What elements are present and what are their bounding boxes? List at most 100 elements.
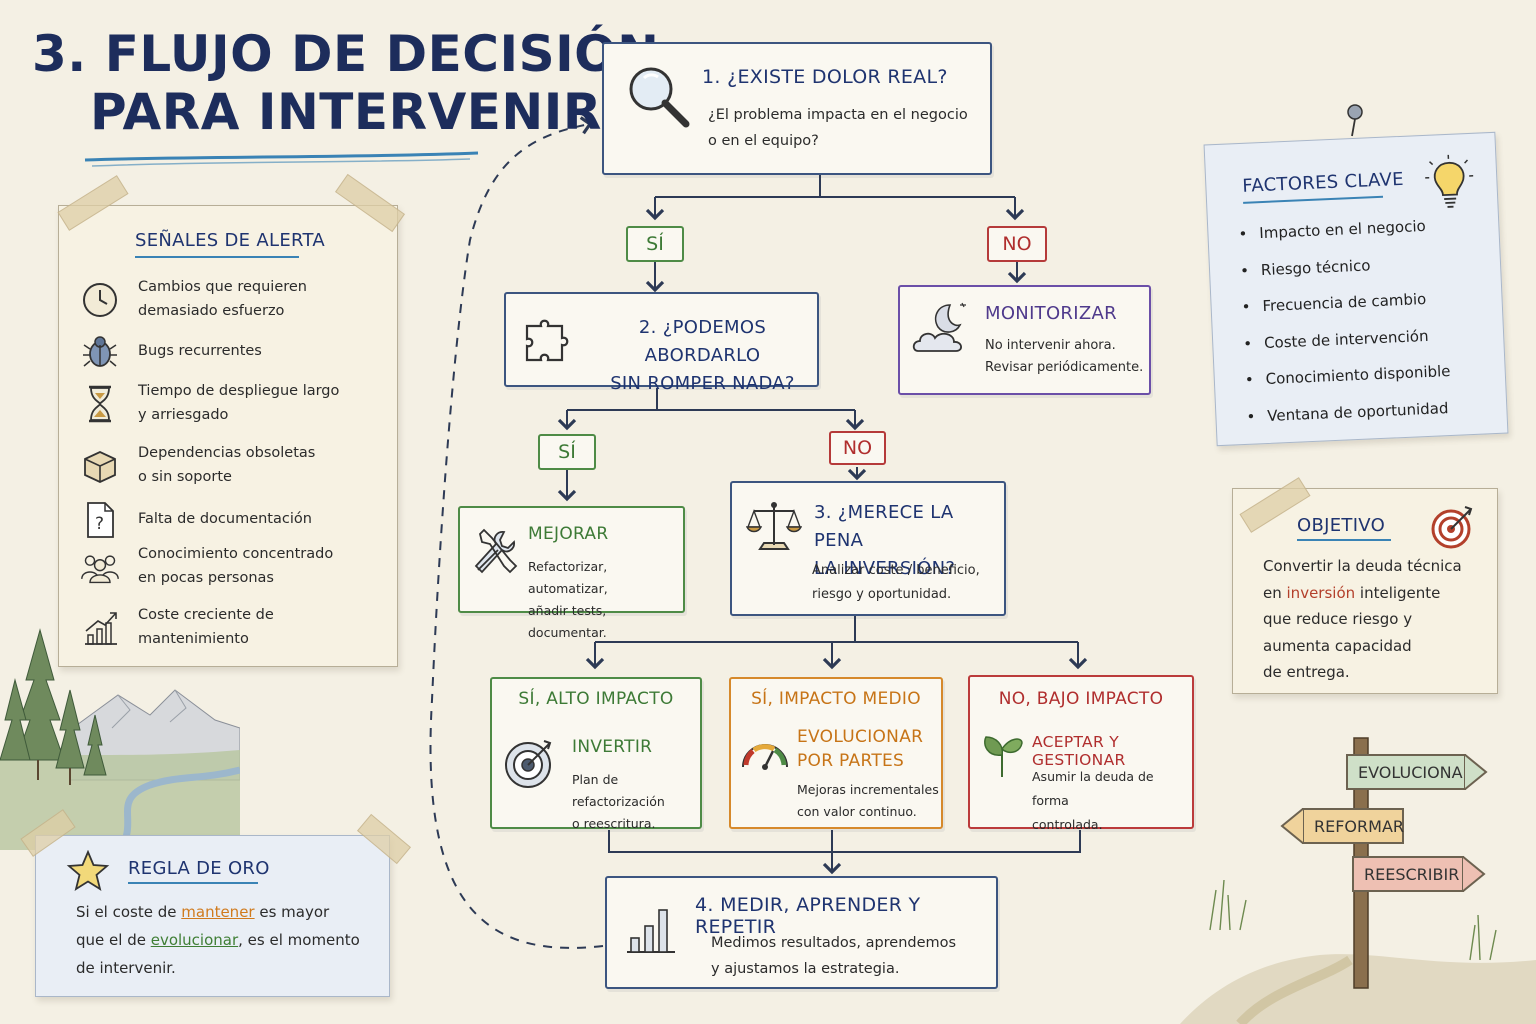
sprout-icon: [984, 736, 1023, 777]
accept-box: NO, BAJO IMPACTO ACEPTAR Y GESTIONAR Asu…: [968, 675, 1194, 832]
objective-text: en: [1263, 583, 1287, 602]
question-3-text: Analizar coste / beneficio,: [812, 563, 980, 578]
alert-signals-heading: SEÑALES DE ALERTA: [135, 230, 326, 251]
document-question-icon: ?: [80, 500, 120, 540]
question-2-line-1: 2. ¿PODEMOS ABORDARLO: [638, 317, 767, 366]
invest-box: SÍ, ALTO IMPACTO INVERTIR Plan de refact…: [490, 677, 702, 831]
objective-text: Convertir la deuda técnica: [1263, 557, 1462, 575]
signal-item: ? Falta de documentación: [80, 500, 312, 540]
evolve-title-2: POR PARTES: [797, 751, 905, 771]
signal-text: en pocas personas: [138, 569, 274, 586]
evolve-text: con valor continuo.: [797, 804, 917, 819]
magnifier-icon: [629, 67, 690, 128]
q2-no-tag: NO: [829, 431, 886, 465]
scales-icon: [746, 502, 802, 550]
gauge-icon: [742, 744, 788, 770]
measure-box: 4. MEDIR, APRENDER Y REPETIR Medimos res…: [605, 876, 998, 989]
signal-text: mantenimiento: [138, 630, 249, 647]
alert-signals-note: SEÑALES DE ALERTA: [58, 205, 398, 667]
signpost-arrow-tip: [1464, 754, 1488, 790]
title-line-1: 3. FLUJO DE DECISIÓN: [32, 25, 660, 83]
golden-rule-heading: REGLA DE ORO: [128, 858, 270, 879]
accept-title: ACEPTAR Y GESTIONAR: [1032, 733, 1126, 769]
box-icon: [80, 446, 120, 486]
tools-icon: [474, 528, 518, 574]
accept-text: controlada.: [1032, 817, 1103, 832]
accept-text: Asumir la deuda de forma: [1032, 769, 1154, 808]
question-3-box: 3. ¿MERECE LA PENA LA INVERSIÓN? Analiza…: [730, 481, 1006, 616]
target-icon: [1431, 506, 1473, 549]
signal-text: Dependencias obsoletas: [138, 445, 316, 461]
low-impact-label: NO, BAJO IMPACTO: [998, 689, 1164, 709]
golden-rule-text: de intervenir.: [76, 959, 176, 977]
question-3-line-1: 3. ¿MERECE LA PENA: [814, 502, 954, 551]
signal-text: o sin soporte: [138, 468, 232, 485]
signal-item: Tiempo de despliegue largo y arriesgado: [80, 380, 339, 428]
invest-text: Plan de refactorización: [572, 772, 665, 809]
question-2-line-2: SIN ROMPER NADA?: [610, 373, 795, 394]
hourglass-icon: [80, 384, 120, 424]
improve-text: Refactorizar, automatizar,: [528, 559, 608, 596]
question-1-text: ¿El problema impacta en el negocio: [708, 107, 968, 123]
golden-rule-text: , es el momento: [238, 931, 360, 949]
mountain-landscape-illustration: [0, 628, 240, 850]
objective-text: que reduce riesgo y: [1263, 610, 1413, 628]
medium-impact-label: SÍ, IMPACTO MEDIO: [751, 689, 921, 709]
key-factors-heading: FACTORES CLAVE: [1241, 168, 1405, 197]
measure-text: Medimos resultados, aprendemos: [711, 935, 957, 951]
question-3-line-2: LA INVERSIÓN?: [814, 558, 956, 579]
page-title: 3. FLUJO DE DECISIÓN PARA INTERVENIR: [32, 25, 660, 141]
question-2-box: 2. ¿PODEMOS ABORDARLO SIN ROMPER NADA?: [504, 292, 819, 394]
signal-text: Falta de documentación: [138, 511, 312, 528]
lightbulb-icon: [1425, 154, 1474, 208]
question-1-title: 1. ¿EXISTE DOLOR REAL?: [702, 66, 948, 88]
pushpin-icon: [1347, 104, 1363, 137]
invest-text: o reescritura.: [572, 816, 656, 831]
monitor-box: MONITORIZAR No intervenir ahora. Revisar…: [898, 285, 1151, 395]
signal-text: Cambios que requieren: [138, 279, 307, 295]
signpost-arrow-tip: [1462, 856, 1486, 892]
signpost-evolve: EVOLUCIONAR: [1346, 754, 1474, 790]
star-icon: [66, 850, 110, 891]
golden-rule-text: Si el coste de: [76, 903, 182, 921]
signal-text: Tiempo de despliegue largo: [138, 383, 340, 399]
improve-title: MEJORAR: [528, 524, 609, 544]
monitor-text: Revisar periódicamente.: [985, 360, 1144, 375]
question-3-text: riesgo y oportunidad.: [812, 587, 952, 602]
question-1-box: 1. ¿EXISTE DOLOR REAL? ¿El problema impa…: [602, 42, 992, 175]
keyword-investment: inversión: [1286, 583, 1356, 602]
objective-text: de entrega.: [1263, 663, 1350, 681]
puzzle-icon: [525, 319, 569, 362]
title-line-2: PARA INTERVENIR: [90, 82, 602, 141]
signpost-arrow-tip: [1280, 808, 1304, 844]
high-impact-label: SÍ, ALTO IMPACTO: [518, 689, 674, 709]
monitor-text: No intervenir ahora.: [985, 338, 1116, 353]
signpost-reform: REFORMAR: [1302, 808, 1404, 844]
objective-heading: OBJETIVO: [1297, 515, 1386, 536]
objective-note: OBJETIVO Convertir la deuda técnica en i…: [1232, 488, 1498, 694]
keyword-maintain: mantener: [181, 903, 255, 921]
signal-text: Conocimiento concentrado: [138, 546, 334, 562]
signpost-rewrite: REESCRIBIR: [1352, 856, 1464, 892]
rising-chart-icon: [80, 608, 120, 648]
signal-text: y arriesgado: [138, 406, 229, 423]
bug-icon: [80, 332, 120, 372]
evolve-title-1: EVOLUCIONAR: [797, 727, 924, 747]
evolve-text: Mejoras incrementales: [797, 782, 939, 797]
invest-title: INVERTIR: [572, 737, 653, 757]
improve-box: MEJORAR Refactorizar, automatizar, añadi…: [458, 506, 685, 640]
q2-yes-tag: SÍ: [538, 434, 596, 470]
clock-icon: [80, 280, 120, 320]
signal-text: demasiado esfuerzo: [138, 302, 285, 319]
signal-item: Dependencias obsoletas o sin soporte: [80, 442, 315, 490]
golden-rule-text: es mayor: [254, 903, 330, 921]
golden-rule-text: que el de: [76, 931, 151, 949]
signal-item: Bugs recurrentes: [80, 332, 262, 372]
svg-text:?: ?: [95, 514, 104, 534]
bar-chart-icon: [627, 909, 675, 953]
monitor-title: MONITORIZAR: [985, 303, 1117, 324]
golden-rule-note: REGLA DE ORO Si el coste de mantener es …: [35, 835, 390, 997]
key-factors-note: FACTORES CLAVE Impacto en el negocio Rie…: [1203, 131, 1509, 447]
